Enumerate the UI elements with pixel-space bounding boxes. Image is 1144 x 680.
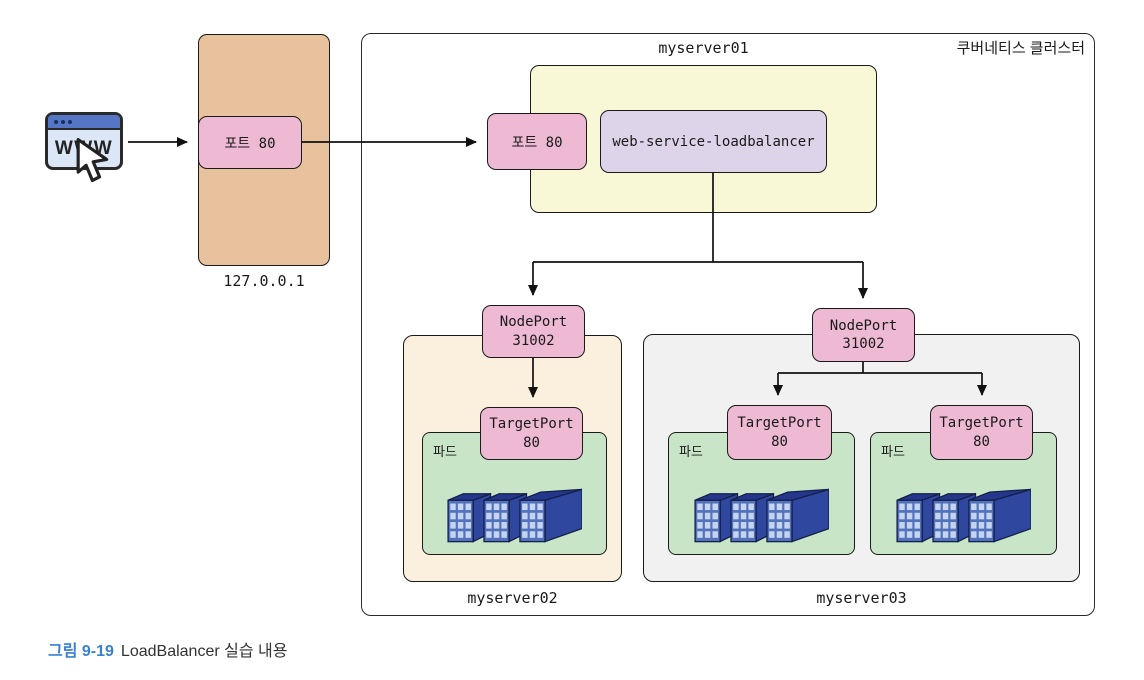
targetport-name: TargetPort [489, 416, 574, 433]
external-ip-label: 127.0.0.1 [223, 272, 305, 290]
targetport-box: TargetPort 80 [727, 405, 832, 460]
containers-icon [447, 486, 582, 545]
figure-caption: 그림 9-19 LoadBalancer 실습 내용 [48, 637, 287, 661]
cursor-icon [76, 138, 109, 183]
master-port-80-box: 포트 80 [487, 113, 587, 170]
browser-dot-icon [54, 119, 58, 124]
nodeport-box-myserver02: NodePort 31002 [482, 305, 585, 358]
containers-icon [896, 486, 1031, 545]
nodeport-number: 31002 [842, 336, 885, 352]
nodeport-name: NodePort [829, 317, 898, 334]
nodeport-box-myserver03: NodePort 31002 [812, 308, 915, 362]
targetport-box: TargetPort 80 [930, 405, 1033, 460]
targetport-number: 80 [973, 433, 990, 450]
targetport-number: 80 [771, 433, 788, 450]
pod-label: 파드 [433, 444, 457, 459]
external-port-80-box: 포트 80 [198, 116, 302, 169]
containers-icon [694, 486, 829, 545]
targetport-name: TargetPort [737, 415, 822, 432]
targetport-box: TargetPort 80 [480, 407, 583, 460]
worker-node-label-myserver02: myserver02 [467, 589, 558, 607]
loadbalancer-service-box: web-service-loadbalancer [600, 110, 827, 173]
pod-label: 파드 [881, 444, 905, 459]
browser-dot-icon [68, 119, 72, 124]
targetport-number: 80 [523, 434, 540, 451]
figure-number: 그림 9-19 [48, 643, 114, 660]
pod-label: 파드 [679, 444, 703, 459]
cluster-title: 쿠버네티스 클러스터 [956, 40, 1085, 57]
figure-title: LoadBalancer 실습 내용 [120, 643, 288, 660]
nodeport-number: 31002 [512, 332, 555, 349]
master-node-label: myserver01 [658, 39, 749, 57]
targetport-name: TargetPort [939, 415, 1024, 432]
browser-window-icon: WWW [45, 112, 123, 170]
browser-dot-icon [61, 119, 65, 124]
nodeport-name: NodePort [499, 314, 568, 331]
worker-node-label-myserver03: myserver03 [816, 589, 907, 607]
browser-titlebar [48, 115, 120, 130]
